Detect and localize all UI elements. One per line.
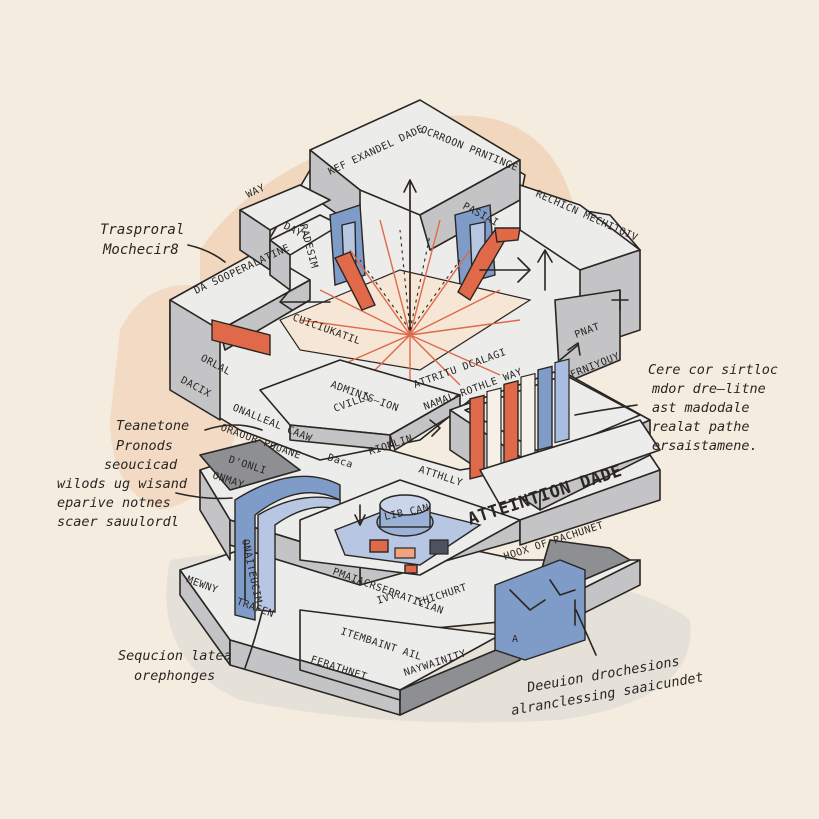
annotation-top-left-line-2: Mochecir8 [102,242,179,258]
top-tier [169,99,641,461]
annotation-middle-left-line-6: scaer sauulordl [57,514,179,530]
annotation-top-left-line-1: Trasproral [100,222,184,238]
annotation-middle-left-line-2: Pronods [116,438,173,454]
annotation-right-line-2: mdor dre—litne [651,381,766,397]
annotation-right-line-4: realat pathe [652,419,750,435]
attention-stack [449,358,661,511]
label-bottom-right-small: A [512,634,519,645]
annotation-middle-left-line-1: Teanetone [116,418,189,434]
annotation-right-line-3: ast madodale [652,400,750,416]
leader-lines [175,244,638,669]
annotation-middle-left-line-3: seoucicad [104,457,178,473]
annotation-middle-left-line-4: wilods ug wisand [57,476,188,492]
annotation-middle-left-line-5: eparive notnes [57,495,171,511]
annotation-right-line-1: Cere cor sirtloc [648,362,778,378]
annotation-bottom-left-line-2: orephonges [134,668,215,684]
annotation-bottom-left-line-1: Sequcion latea [118,648,232,664]
annotation-right-line-5: ersaistamene. [652,438,758,454]
